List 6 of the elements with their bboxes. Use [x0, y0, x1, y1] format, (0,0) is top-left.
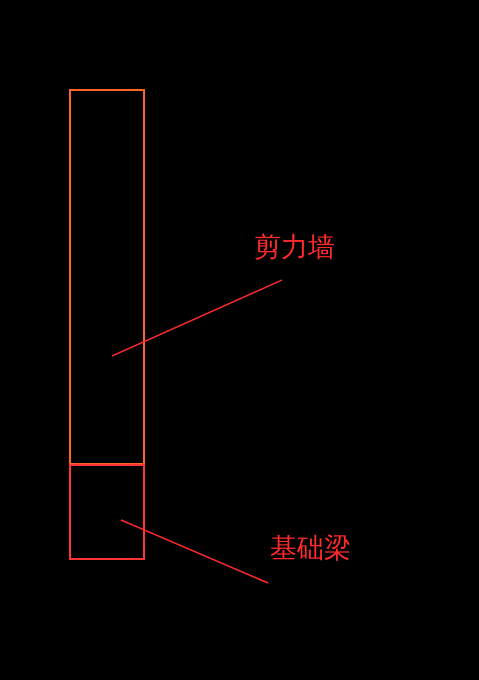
callout-label: 剪力墙: [254, 232, 335, 264]
foundation-beam-outline: [69, 464, 145, 560]
callout-label: 基础梁: [270, 533, 351, 565]
leader-line: [112, 279, 282, 357]
shear-wall-outline: [69, 89, 145, 465]
leader-line: [120, 519, 268, 584]
